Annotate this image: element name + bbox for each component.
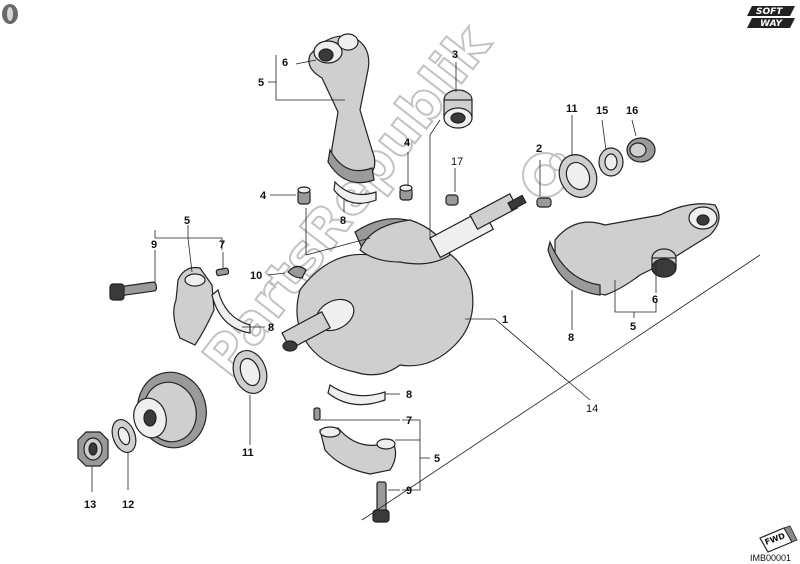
callout-7: 7 (406, 415, 412, 427)
small-end-bush-right (651, 248, 677, 278)
nut-13 (77, 431, 109, 467)
dowel-pin-upper-left (297, 186, 311, 205)
corner-mark-icon (2, 4, 18, 24)
small-end-bush (443, 89, 473, 129)
callout-10: 10 (250, 270, 262, 282)
callout-14: 14 (586, 403, 598, 415)
callout-5: 5 (184, 215, 190, 227)
thrust-washer-right (558, 154, 598, 198)
connecting-rod-right (547, 203, 720, 296)
callout-8: 8 (406, 389, 412, 401)
callout-2: 2 (536, 143, 542, 155)
callout-6: 6 (652, 294, 658, 306)
callout-6: 6 (282, 57, 288, 69)
callout-8: 8 (340, 215, 346, 227)
pin-17 (445, 194, 459, 206)
logo-line2: WAY (760, 19, 784, 29)
woodruff-key (287, 265, 307, 279)
washer-12 (111, 418, 137, 454)
bearing-shell-upper-rod (333, 180, 377, 204)
callout-7: 7 (219, 239, 225, 251)
callout-5: 5 (258, 77, 264, 89)
callout-5: 5 (630, 321, 636, 333)
bolt-left (109, 281, 158, 301)
callout-5: 5 (434, 453, 440, 465)
callout-1: 1 (502, 314, 508, 326)
callouts: 6 5 3 4 4 8 17 11 15 16 2 5 9 7 10 8 1 6… (84, 49, 658, 511)
rod-cap-left (173, 266, 215, 346)
callout-12: 12 (122, 499, 134, 511)
crankshaft (281, 193, 527, 376)
callout-8: 8 (268, 322, 274, 334)
callout-4: 4 (404, 137, 411, 149)
callout-8: 8 (568, 332, 574, 344)
timing-gear (133, 371, 207, 449)
dowel-pin-7-left (215, 267, 230, 277)
bearing-shell-left (211, 288, 251, 334)
callout-3: 3 (452, 49, 458, 61)
logo-line1: SOFT (756, 7, 783, 17)
nut-16 (626, 137, 656, 163)
connecting-rod-upper (308, 33, 376, 184)
callout-17: 17 (451, 156, 463, 168)
dowel-pin-upper-right (399, 184, 413, 201)
callout-13: 13 (84, 499, 96, 511)
callout-9: 9 (151, 239, 157, 251)
bearing-shell-lower (327, 384, 386, 406)
reference-code: IMB00001 (750, 553, 791, 563)
callout-9: 9 (406, 485, 412, 497)
key-2 (536, 197, 552, 208)
leader-lines (91, 55, 761, 521)
thrust-washer-left (232, 350, 268, 394)
fwd-badge: FWD (759, 525, 798, 553)
rod-cap-lower (319, 426, 397, 475)
softway-logo: SOFT WAY (747, 6, 795, 29)
dowel-pin-7-lower (313, 407, 321, 421)
washer-15 (598, 147, 624, 177)
callout-4: 4 (260, 190, 267, 202)
callout-11: 11 (566, 103, 578, 115)
callout-15: 15 (596, 105, 608, 117)
callout-16: 16 (626, 105, 638, 117)
callout-11: 11 (242, 447, 254, 459)
bolt-lower (372, 481, 390, 523)
